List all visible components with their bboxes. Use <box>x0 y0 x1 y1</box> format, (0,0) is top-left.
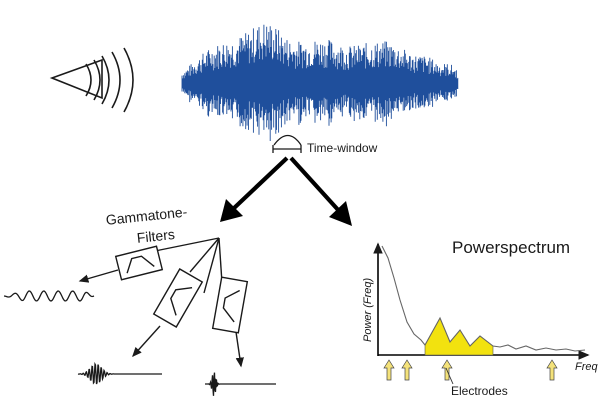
audio-waveform <box>181 24 459 141</box>
electrodes-label: Electrodes <box>451 384 508 398</box>
freq-axis-label: Freq <box>575 361 598 373</box>
filter-outputs <box>3 290 276 396</box>
powerspectrum-title: Powerspectrum <box>452 238 571 257</box>
filter-box-2 <box>152 268 204 328</box>
power-axis-label: Power (Freq) <box>362 277 374 342</box>
output-wave-high <box>205 372 276 396</box>
electrode-arrow-2 <box>401 359 413 381</box>
electrode-arrows <box>383 359 558 381</box>
electrode-arrow-1 <box>383 359 395 381</box>
time-window-marker <box>272 134 302 153</box>
filter-box-3 <box>211 276 249 334</box>
output-wave-mid <box>77 361 162 385</box>
split-arrows <box>220 156 352 226</box>
ear-cone-icon <box>49 47 134 113</box>
spectrum-fill <box>424 317 494 356</box>
electrodes-leader <box>445 367 454 385</box>
waveform-trace <box>181 24 459 141</box>
electrode-arrow-4 <box>546 359 558 381</box>
filter-box-1 <box>114 245 164 281</box>
gammatone-filterbank <box>78 237 249 368</box>
spectrum-curve <box>381 245 586 352</box>
output-wave-low <box>3 290 95 302</box>
time-window-label: Time-window <box>307 141 378 155</box>
powerspectrum-plot <box>373 242 590 360</box>
